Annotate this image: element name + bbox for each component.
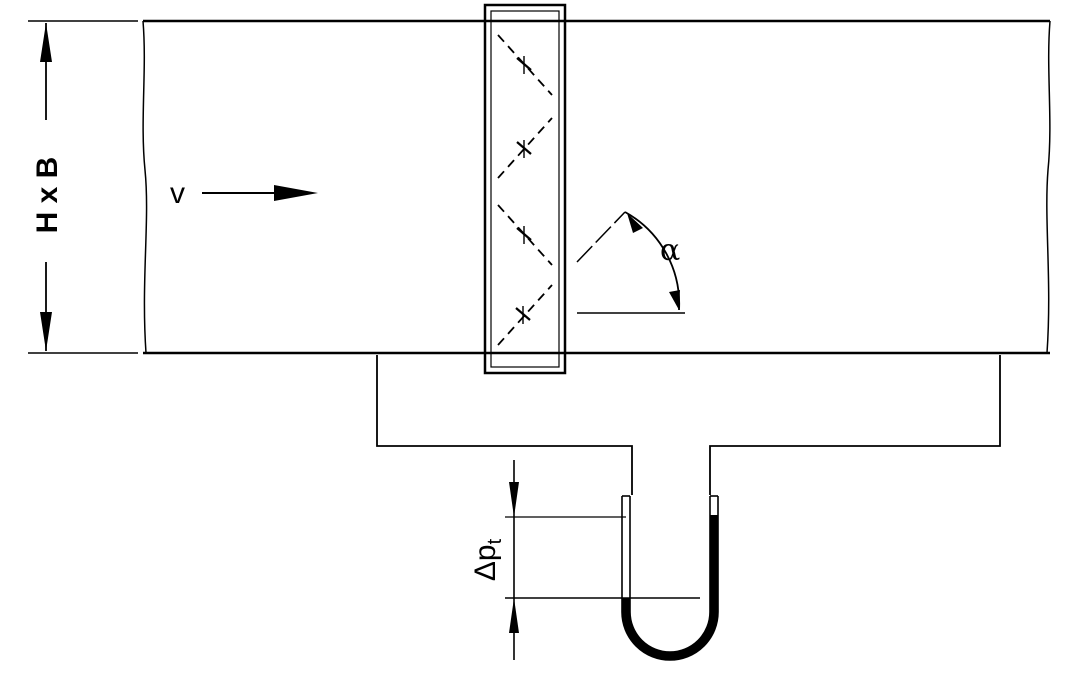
damper-frame-inner — [490, 10, 560, 368]
pressure-label-subscript: t — [484, 538, 506, 544]
dimension-arrow-bottom — [40, 312, 52, 351]
damper-blade-4 — [497, 284, 553, 346]
upstream-tap-tube — [376, 355, 633, 495]
damper-frame — [483, 3, 567, 375]
angle-label: α — [660, 233, 680, 268]
duct-left-break-edge — [142, 20, 148, 354]
damper-frame-outer — [483, 3, 567, 375]
duct-right-break-edge — [1046, 20, 1051, 354]
velocity-arrow-head — [274, 185, 318, 201]
angle-arrow-end — [669, 290, 680, 310]
duct — [142, 19, 1051, 355]
pressure-difference-indicator — [505, 460, 700, 660]
velocity-label: v — [170, 177, 185, 210]
blade-angle-indicator — [576, 211, 685, 314]
dimension-arrow-top — [40, 23, 52, 62]
dimension-indicator — [28, 20, 138, 354]
u-tube-manometer — [621, 495, 719, 661]
damper-blades — [497, 34, 553, 346]
angle-arrow-start — [627, 213, 643, 233]
angle-blade-line — [576, 211, 626, 263]
velocity-indicator: v — [170, 177, 318, 210]
damper-blade-3 — [497, 204, 553, 266]
dimension-label: H x B — [31, 157, 64, 234]
damper-blade-2 — [497, 117, 553, 179]
pressure-arrow-upper — [509, 482, 519, 517]
manometer-tube-outline — [621, 496, 719, 661]
manometer-liquid — [622, 515, 718, 660]
pressure-tubing — [376, 355, 1001, 495]
pressure-label: Δpt — [469, 538, 506, 581]
pressure-label-main: Δp — [469, 544, 502, 581]
pressure-arrow-lower — [509, 598, 519, 633]
damper-blade-1 — [497, 34, 553, 96]
downstream-tap-tube — [709, 355, 1001, 495]
